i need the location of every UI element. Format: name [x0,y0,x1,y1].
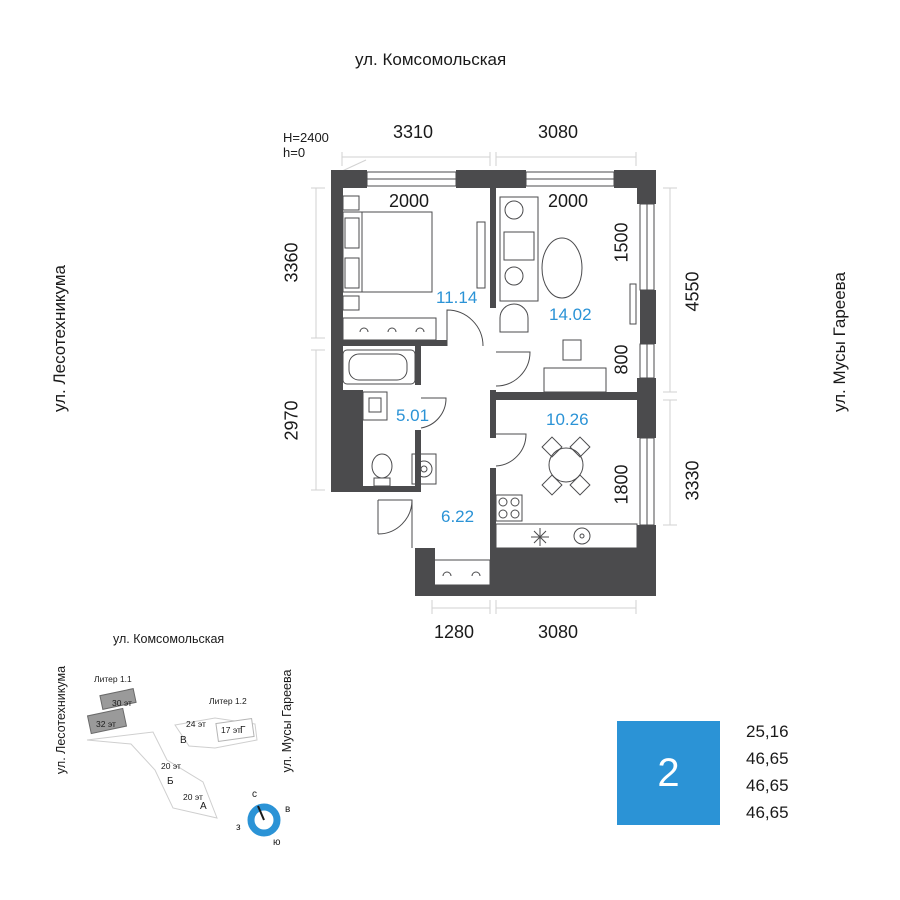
dim-top-right: 3080 [538,122,579,142]
area-hall: 6.22 [441,507,475,526]
compass-west: з [236,822,241,833]
dim-bottom-left: 1280 [434,622,475,642]
area-value-3: 46,65 [746,776,789,795]
dim-window-bedroom: 2000 [389,191,430,211]
compass-icon [247,803,281,837]
dim-right-upper: 4550 [682,271,703,312]
dim-top-left: 3310 [393,122,434,142]
site-street-left: ул. Лесотехникума [54,665,68,775]
dim-left-upper: 3360 [281,242,302,283]
dim-right-lower: 3330 [682,460,703,501]
site-floors-24: 24 эт [186,719,206,729]
site-liter-1-1: Литер 1.1 [94,674,132,684]
site-floors-20b: 20 эт [183,792,203,802]
site-street-right: ул. Мусы Гареева [280,669,294,773]
area-bathroom: 5.01 [396,406,430,425]
dim-left-lower: 2970 [281,400,302,441]
area-bedroom: 11.14 [436,288,478,307]
site-floors-20a: 20 эт [161,761,181,771]
area-living: 14.02 [549,305,592,324]
dim-window-kitchen: 1800 [611,464,632,505]
site-floors-30: 30 эт [112,698,132,708]
floor-level: h=0 [283,145,306,160]
compass-south: ю [273,837,281,848]
dim-window-living: 2000 [548,191,589,211]
compass-north: с [252,789,257,800]
site-liter-1-2: Литер 1.2 [209,696,247,706]
area-value-4: 46,65 [746,803,789,822]
site-section-v: В [180,735,187,746]
rooms-count-badge: 2 [617,721,720,825]
site-plan [86,688,258,819]
site-street-top: ул. Комсомольская [113,632,225,646]
ceiling-height: H=2400 [283,130,329,145]
site-floors-32: 32 эт [96,719,116,729]
area-value-1: 25,16 [746,722,789,741]
area-kitchen: 10.26 [546,410,589,429]
site-section-b: Б [167,776,174,787]
compass-east: в [285,804,291,815]
street-top-label: ул. Комсомольская [355,50,507,69]
dim-window-side-upper: 1500 [611,222,632,263]
site-section-g: Г [240,725,246,736]
site-section-a: А [200,801,207,812]
dim-window-side-mid: 800 [611,344,632,375]
area-value-2: 46,65 [746,749,789,768]
site-floors-17: 17 эт [221,725,241,735]
dim-bottom-right: 3080 [538,622,579,642]
